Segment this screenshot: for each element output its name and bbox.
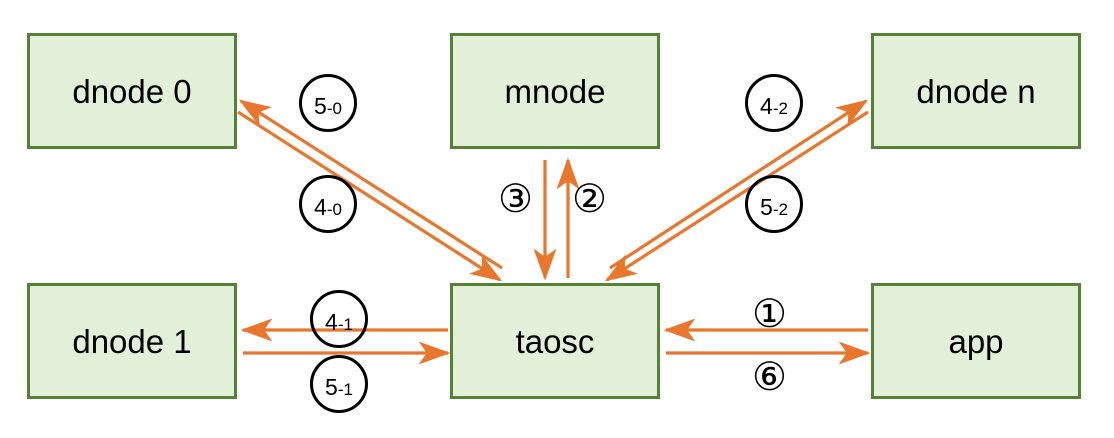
node-box-dnoden[interactable]: dnode n <box>871 33 1081 149</box>
edge-label-step-1: ① <box>752 292 787 337</box>
edge-label-5-2-sub: -2 <box>772 200 788 219</box>
edge-label-5-1-main: 5 <box>325 374 338 400</box>
edge-label-5-1-sub: -1 <box>337 380 353 399</box>
edge-label-4-2: 4-2 <box>745 74 803 132</box>
edge-dnode0-to-taosc <box>237 110 503 282</box>
edge-label-5-2: 5-2 <box>745 175 803 233</box>
edge-label-step-3: ③ <box>498 177 533 222</box>
edge-label-4-0-sub: -0 <box>326 200 342 219</box>
edge-label-4-2-sub: -2 <box>772 99 788 118</box>
edge-label-step-6: ⑥ <box>752 355 787 400</box>
node-box-dnode0[interactable]: dnode 0 <box>27 33 237 149</box>
node-label-mnode: mnode <box>504 72 606 110</box>
edge-dnoden-to-taosc <box>604 110 869 282</box>
edge-label-5-1: 5-1 <box>310 355 368 413</box>
edge-label-5-0-sub: -0 <box>326 99 342 118</box>
edge-label-4-1: 4-1 <box>310 290 368 348</box>
edge-label-4-0-main: 4 <box>314 194 327 220</box>
edge-label-5-0-main: 5 <box>314 93 327 119</box>
node-label-dnode0: dnode 0 <box>72 72 192 110</box>
node-box-taosc[interactable]: taosc <box>450 283 660 399</box>
edge-taosc-to-dnoden <box>609 99 869 270</box>
node-box-app[interactable]: app <box>871 283 1081 399</box>
edge-label-5-0: 5-0 <box>299 74 357 132</box>
node-label-dnode1: dnode 1 <box>72 322 192 360</box>
node-box-dnode1[interactable]: dnode 1 <box>27 283 237 399</box>
node-label-app: app <box>948 322 1004 360</box>
edge-label-5-2-main: 5 <box>760 194 773 220</box>
node-label-dnoden: dnode n <box>916 72 1036 110</box>
edge-taosc-to-dnode0 <box>238 99 503 270</box>
edge-label-4-1-sub: -1 <box>337 315 353 334</box>
edge-label-4-1-main: 4 <box>325 309 338 335</box>
node-box-mnode[interactable]: mnode <box>450 33 660 149</box>
edge-label-4-2-main: 4 <box>760 93 773 119</box>
node-label-taosc: taosc <box>515 322 595 360</box>
edge-label-step-2: ② <box>572 177 607 222</box>
edge-label-4-0: 4-0 <box>299 175 357 233</box>
